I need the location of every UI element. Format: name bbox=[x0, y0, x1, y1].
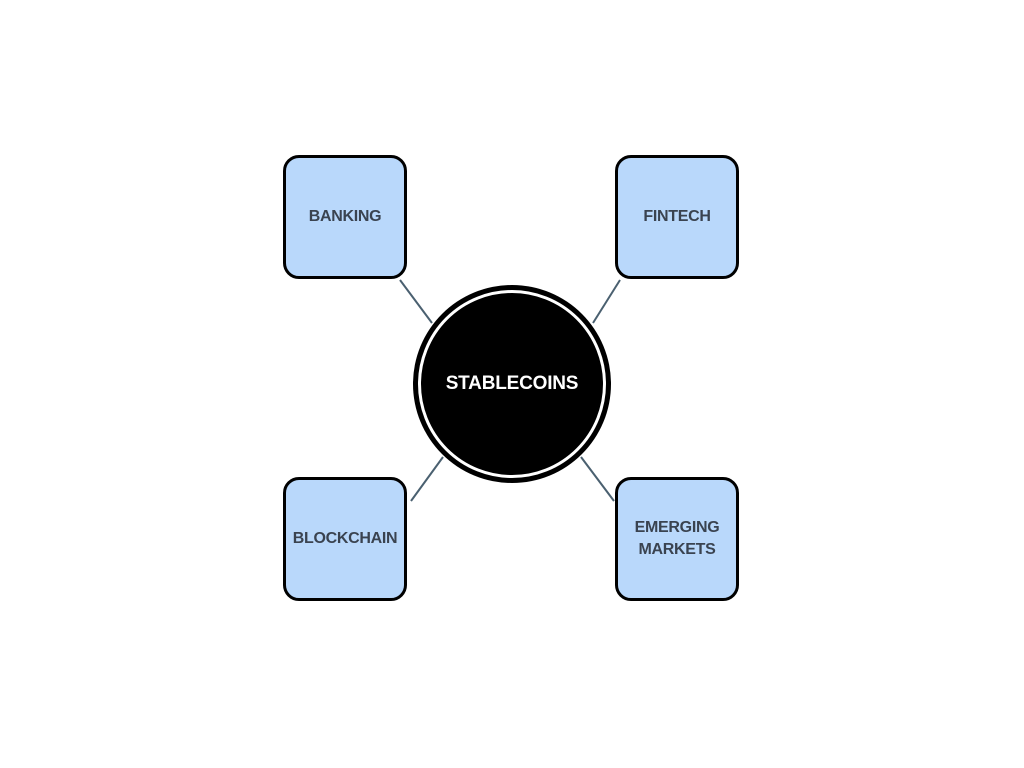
connector-banking bbox=[399, 279, 433, 324]
central-hub-label: STABLECOINS bbox=[445, 373, 579, 394]
connector-fintech bbox=[592, 279, 621, 324]
connector-emerging-markets bbox=[580, 456, 615, 502]
central-hub[interactable]: STABLECOINS bbox=[413, 285, 611, 483]
node-label-blockchain: BLOCKCHAIN bbox=[292, 530, 398, 547]
node-banking[interactable]: BANKING bbox=[283, 155, 407, 279]
node-fintech[interactable]: FINTECH bbox=[615, 155, 739, 279]
node-label-fintech: FINTECH bbox=[643, 208, 711, 225]
node-label-emerging-markets: EMERGING MARKETS bbox=[634, 519, 720, 558]
node-label-banking: BANKING bbox=[308, 208, 382, 225]
central-hub-ring bbox=[418, 290, 606, 478]
connector-blockchain bbox=[410, 456, 444, 502]
node-emerging-markets[interactable]: EMERGING MARKETS bbox=[615, 477, 739, 601]
node-blockchain[interactable]: BLOCKCHAIN bbox=[283, 477, 407, 601]
